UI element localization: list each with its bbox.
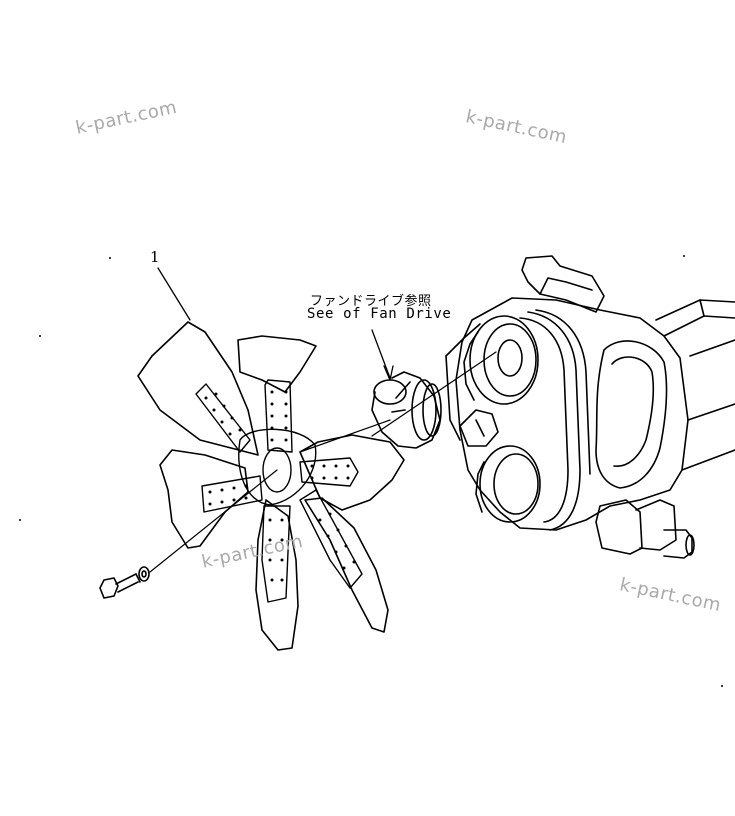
fan-belt xyxy=(519,309,591,531)
fan-drive-pulley xyxy=(445,315,539,441)
tensioner xyxy=(459,409,499,447)
fan-drive-spacer xyxy=(371,371,442,449)
rivets xyxy=(204,390,356,582)
leader-line-part-1 xyxy=(157,267,191,321)
reference-label-japanese: ファンドライブ参照 xyxy=(310,294,432,309)
reference-label-english: See of Fan Drive xyxy=(307,306,452,322)
leader-line-fan-drive xyxy=(371,329,391,379)
hub-bore xyxy=(262,447,292,493)
lower-pulley xyxy=(475,445,541,523)
fan xyxy=(137,321,405,651)
part-number-label: 1 xyxy=(150,248,160,266)
fan-blade xyxy=(137,321,259,456)
engine-front-housing xyxy=(455,255,735,559)
fan-blade xyxy=(255,499,299,651)
scan-specks xyxy=(19,255,723,687)
assembly-centerline xyxy=(149,351,497,573)
fan-blade xyxy=(299,434,405,511)
leader-arrowhead xyxy=(383,365,394,381)
mounting-bolt xyxy=(99,573,141,599)
fan-blade xyxy=(237,335,317,393)
fan-blade xyxy=(304,497,389,633)
fan-spider xyxy=(195,379,363,603)
washer xyxy=(138,566,150,582)
